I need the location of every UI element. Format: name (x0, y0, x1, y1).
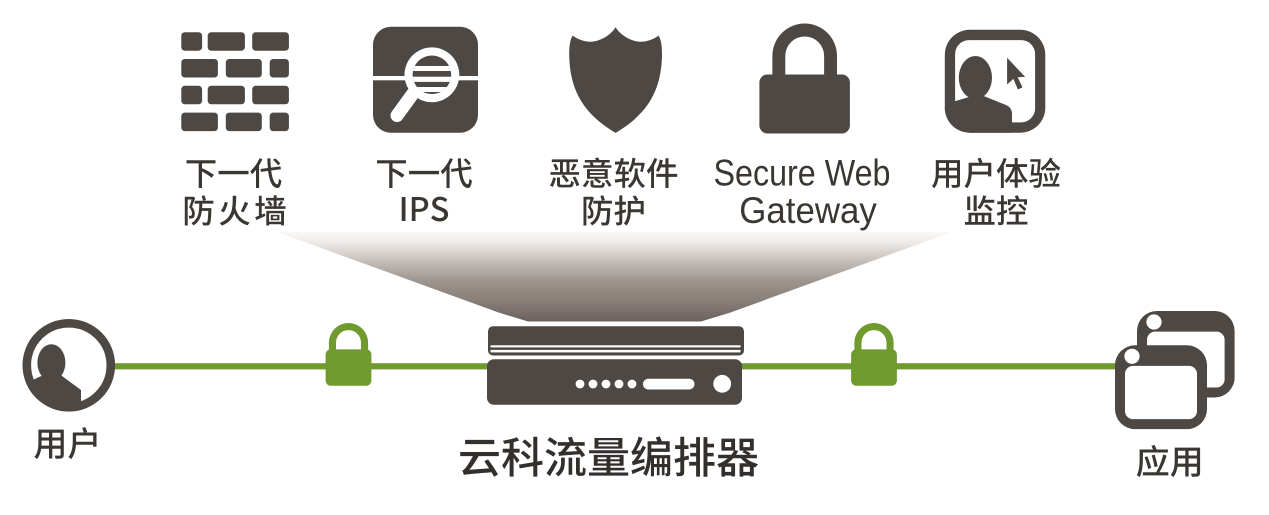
svg-text:Secure Web: Secure Web (714, 152, 891, 193)
svg-text:Gateway: Gateway (739, 190, 877, 231)
